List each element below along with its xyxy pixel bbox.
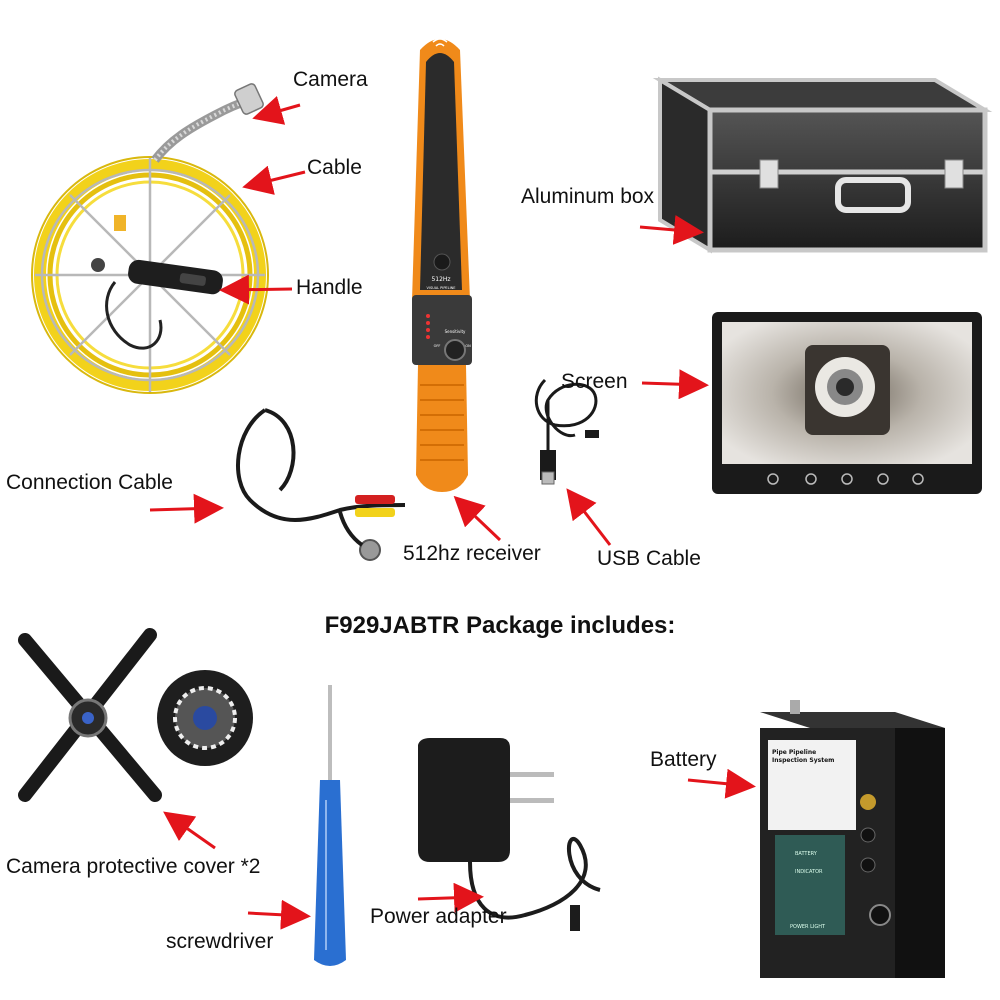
battery-power-light-text: POWER LIGHT: [790, 924, 826, 930]
arrow-handle: [219, 274, 293, 305]
receiver-line1-text: VISUAL PIPELINE: [427, 286, 456, 290]
battery-indicator-battery-text: BATTERY: [795, 851, 818, 857]
label-power-adapter: Power adapter: [370, 905, 507, 928]
arrow-receiver: [453, 495, 502, 542]
arrow-cable: [242, 165, 306, 195]
battery-title2-text: Inspection System: [772, 757, 834, 764]
receiver-freq-text: 512Hz: [431, 276, 450, 283]
connection-cable-illustration: [236, 408, 406, 561]
cable-reel-illustration: [31, 83, 269, 394]
receiver-line2-text: POSITION DETECTOR: [423, 291, 460, 295]
protective-cover-illustration: [18, 628, 253, 802]
arrow-screen: [641, 369, 709, 400]
label-screen: Screen: [561, 370, 628, 393]
label-aluminum-box: Aluminum box: [521, 185, 655, 208]
label-handle: Handle: [296, 276, 363, 299]
receiver-print: 512Hz VISUAL PIPELINE POSITION DETECTOR …: [423, 276, 471, 348]
arrow-camera: [252, 95, 301, 125]
label-connection-cable: Connection Cable: [6, 471, 173, 494]
arrow-connection-cable: [149, 493, 224, 524]
arrow-usb-cable: [566, 488, 612, 546]
label-protective-cover: Camera protective cover *2: [6, 855, 261, 878]
package-title: F929JABTR Package includes:: [324, 612, 676, 639]
arrow-protective-cover: [163, 811, 216, 850]
label-camera: Camera: [293, 68, 368, 91]
label-arrows: [149, 95, 756, 930]
battery-indicator-text: INDICATOR: [795, 869, 823, 875]
battery-print: Pipe Pipeline Inspection System BATTERY …: [772, 749, 834, 930]
label-usb-cable: USB Cable: [597, 547, 701, 570]
battery-title1-text: Pipe Pipeline: [772, 749, 816, 756]
receiver-off-text: OFF: [434, 344, 441, 348]
monitor-illustration: [712, 312, 982, 494]
aluminum-box-illustration: [652, 76, 993, 254]
label-cable: Cable: [307, 156, 362, 179]
usb-cable-illustration: [534, 378, 599, 485]
arrow-power-adapter: [417, 882, 484, 913]
receiver-sensitivity-text: Sensitivity: [445, 329, 466, 334]
power-adapter-illustration: [418, 738, 601, 931]
receiver-on-text: ON: [465, 344, 471, 348]
arrow-screwdriver: [247, 899, 311, 930]
label-receiver: 512hz receiver: [403, 542, 541, 565]
screwdriver-illustration: [314, 685, 346, 966]
label-battery: Battery: [650, 748, 717, 771]
receiver-illustration: [412, 38, 472, 492]
battery-box-illustration: [760, 700, 945, 978]
arrow-battery: [687, 768, 756, 799]
label-screwdriver: screwdriver: [166, 930, 274, 953]
arrow-aluminum-box: [639, 214, 704, 245]
